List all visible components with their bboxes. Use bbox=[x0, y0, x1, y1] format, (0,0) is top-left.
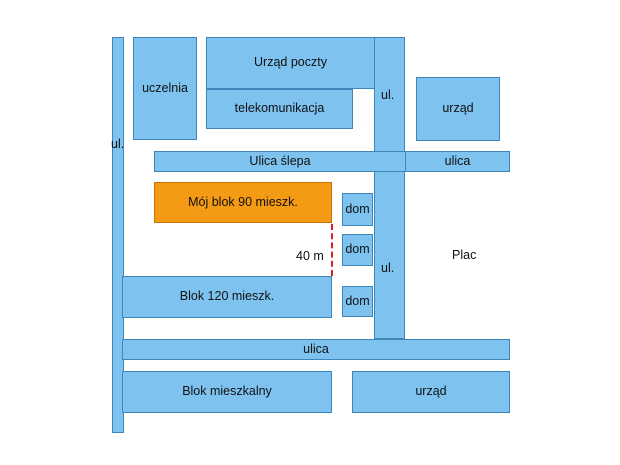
street-vertical-mid-label: ul. bbox=[381, 261, 395, 275]
street-bottom: ulica bbox=[122, 339, 510, 360]
house-1: dom bbox=[342, 193, 373, 226]
office-bottom-block: urząd bbox=[352, 371, 510, 413]
distance-line bbox=[331, 224, 333, 276]
post-office-block: Urząd poczty bbox=[206, 37, 375, 89]
distance-label: 40 m bbox=[296, 249, 324, 263]
street-vertical-top-label: ul. bbox=[381, 88, 395, 102]
street-left bbox=[112, 37, 124, 433]
street-top-right: ulica bbox=[405, 151, 510, 172]
telecom-block: telekomunikacja bbox=[206, 89, 353, 129]
residential-block: Blok mieszkalny bbox=[122, 371, 332, 413]
square-label: Plac bbox=[452, 248, 477, 262]
office-top-block: urząd bbox=[416, 77, 500, 141]
university-block: uczelnia bbox=[133, 37, 197, 140]
house-2: dom bbox=[342, 234, 373, 266]
block-120: Blok 120 mieszk. bbox=[122, 276, 332, 318]
street-vertical-right bbox=[374, 37, 405, 339]
street-left-label: ul. bbox=[111, 137, 125, 151]
dead-end-street: Ulica ślepa bbox=[154, 151, 406, 172]
my-block: Mój blok 90 mieszk. bbox=[154, 182, 332, 223]
house-3: dom bbox=[342, 286, 373, 317]
